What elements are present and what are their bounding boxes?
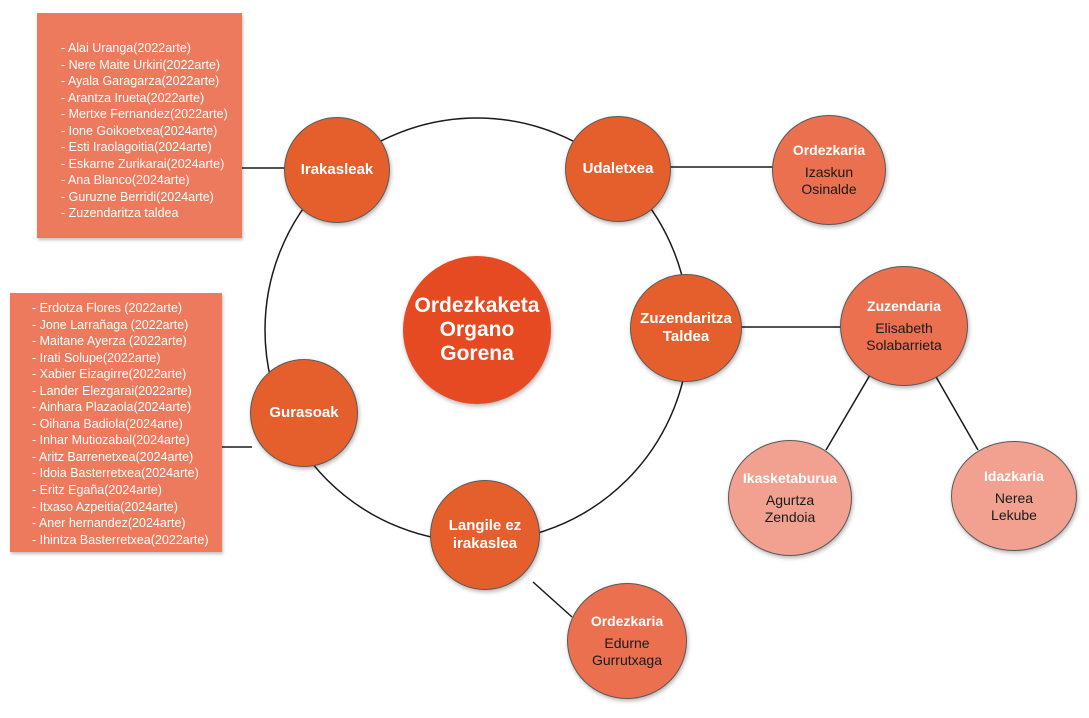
person-name: Lekube [991,507,1037,523]
list-item: - Eritz Egaña(2024arte) [32,483,162,498]
list-item: - Ihintza Basterretxea(2022arte) [32,532,209,547]
list-item: - Arantza Irueta(2022arte) [61,90,205,105]
list-item: - Jone Larrañaga (2022arte) [32,317,189,332]
node-zuzendaria: Zuzendaria Elisabeth Solabarrieta [840,266,968,386]
node-udaletxea: Udaletxea [565,116,671,222]
node-langile-ordezkaria: Ordezkaria Edurne Gurrutxaga [567,583,687,699]
node-udaletxea-ordezkaria: Ordezkaria Izaskun Osinalde [772,115,886,225]
node-langile-ez-irakaslea: Langile ez irakaslea [430,480,540,590]
list-item: - Xabier Eizagirre(2022arte) [32,367,187,382]
list-item: - Itxaso Azpeitia(2024arte) [32,499,178,514]
connector-zuzendaria-idazkaria [934,374,979,451]
irakasleak-members-list: - Alai Uranga(2022arte) - Nere Maite Urk… [61,40,242,222]
person-name: Solabarrieta [866,337,942,353]
node-zuzendaritza-taldea: Zuzendaritza Taldea [630,274,742,382]
person-name: Gurrutxaga [591,652,663,668]
person-name: Izaskun [804,164,854,180]
person-name: Edurne [604,635,650,651]
list-item: - Lander Elezgarai(2022arte) [32,383,192,398]
list-item: - Nere Maite Urkiri(2022arte) [61,57,221,72]
list-item: - Ana Blanco(2024arte) [61,173,190,187]
connector-zuzendaria-ikasketaburua [825,374,871,451]
list-item: - Eskarne Zurikarai(2024arte) [61,156,225,171]
list-item: - Zuzendaritza taldea [61,206,179,220]
person-name: Nerea [994,490,1034,506]
center-node-ordezkaketa-organo-gorena: Ordezkaketa Organo Gorena [403,256,551,404]
node-label: Taldea [662,328,710,345]
node-label: Gurasoak [269,404,339,421]
list-item: - Oihana Badiola(2024arte) [32,416,183,431]
node-idazkaria: Idazkaria Nerea Lekube [951,441,1077,551]
connector-langile-ordezkaria [532,581,573,618]
person-name: Zendoia [764,509,816,525]
center-title-line: Ordezkaketa [414,294,540,317]
gurasoak-members-box: - Erdotza Flores (2022arte) - Jone Larra… [10,293,222,552]
list-item: - Aritz Barrenetxea(2024arte) [32,449,194,464]
center-title-line: Gorena [440,342,514,365]
node-label: irakaslea [452,535,518,552]
gurasoak-members-list: - Erdotza Flores (2022arte) - Jone Larra… [32,300,222,548]
list-item: - Aner hernandez(2024arte) [32,516,186,531]
list-item: - Erdotza Flores (2022arte) [32,301,183,315]
list-item: - Ayala Garagarza(2022arte) [61,74,220,88]
node-title: Zuzendaria [867,298,941,314]
person-name: Elisabeth [875,320,933,336]
list-item: - Guruzne Berridi(2024arte) [61,189,214,204]
node-label: Udaletxea [582,160,654,177]
person-name: Agurtza [765,492,815,508]
node-label: Langile ez [448,517,522,534]
list-item: - Ione Goikoetxea(2024arte) [61,123,218,138]
node-title: Idazkaria [984,468,1044,484]
list-item: - Maitane Ayerza (2022arte) [32,334,187,349]
node-title: Ikasketaburua [742,470,838,486]
person-name: Osinalde [801,181,857,197]
list-item: - Esti Iraolagoitia(2024arte) [61,140,212,154]
list-item: - Alai Uranga(2022arte) [61,41,191,55]
node-title: Ordezkaria [590,613,664,629]
node-ikasketaburua: Ikasketaburua Agurtza Zendoia [728,440,852,556]
list-item: - Mertxe Fernandez(2022arte) [61,107,228,121]
irakasleak-members-box: - Alai Uranga(2022arte) - Nere Maite Urk… [37,13,242,238]
node-title: Ordezkaria [792,142,866,158]
center-title-line: Organo [439,318,515,341]
list-item: - Irati Solupe(2022arte) [32,350,161,365]
list-item: - Ainhara Plazaola(2024arte) [32,400,192,415]
node-label: Irakasleak [300,161,374,178]
node-label: Zuzendaritza [640,310,732,327]
list-item: - Idoia Basterretxea(2024arte) [32,466,199,481]
node-irakasleak: Irakasleak [284,117,390,223]
node-gurasoak: Gurasoak [250,359,358,467]
list-item: - Inhar Mutiozabal(2024arte) [32,433,190,448]
